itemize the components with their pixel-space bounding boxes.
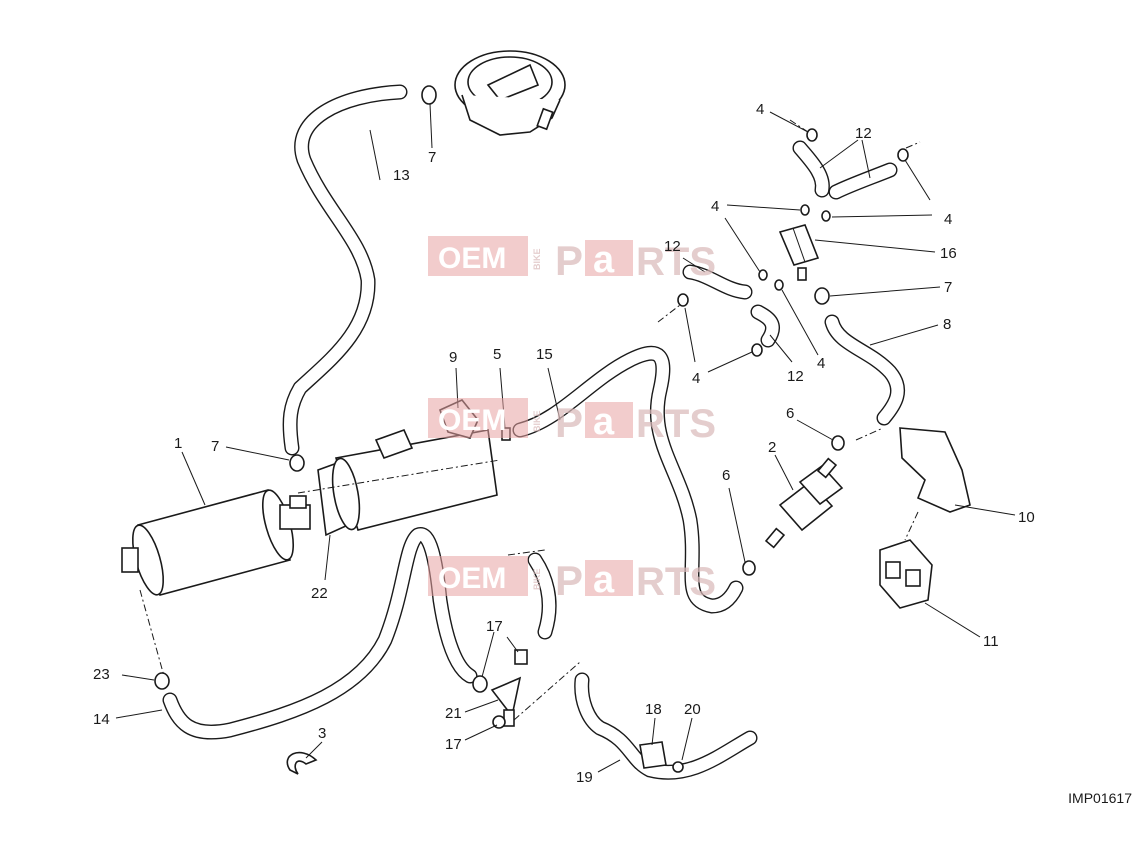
valve-mount-rubber: [879, 427, 971, 609]
callout-22: 22: [311, 585, 328, 602]
callout-8: 8: [943, 316, 951, 333]
svg-text:P: P: [555, 237, 583, 284]
svg-text:OEM: OEM: [438, 562, 506, 595]
svg-text:BIKE: BIKE: [532, 248, 542, 270]
clamps: [154, 85, 909, 775]
callout-17: 17: [486, 618, 503, 635]
callout-7: 7: [944, 279, 952, 296]
callout-13: 13: [393, 167, 410, 184]
svg-text:OEM: OEM: [438, 242, 506, 275]
callout-14: 14: [93, 711, 110, 728]
svg-text:RTS: RTS: [636, 560, 716, 604]
carbon-canister: [121, 489, 311, 596]
hoses: [162, 84, 906, 780]
drawing-code: IMP01617: [1068, 790, 1132, 806]
svg-text:BIKE: BIKE: [532, 410, 542, 432]
callout-4: 4: [817, 355, 825, 372]
svg-text:a: a: [593, 401, 615, 443]
callout-4: 4: [711, 198, 719, 215]
svg-text:BIKE: BIKE: [532, 568, 542, 590]
callout-numbers: 1 7 13 7 23 14 3 22 9 5 15 17 21 17 18 2…: [93, 101, 1035, 786]
callout-9: 9: [449, 349, 457, 366]
callout-4: 4: [692, 370, 700, 387]
svg-text:P: P: [555, 399, 583, 446]
callout-10: 10: [1018, 509, 1035, 526]
callout-12: 12: [855, 125, 872, 142]
callout-7: 7: [211, 438, 219, 455]
watermark-top: OEM BIKE P a RTS: [428, 236, 716, 284]
leader-lines: [115, 103, 1016, 773]
assembly-lines: [139, 119, 921, 721]
callout-3: 3: [318, 725, 326, 742]
callout-21: 21: [445, 705, 462, 722]
callout-16: 16: [940, 245, 957, 262]
t-fitting: [778, 224, 820, 281]
callout-4: 4: [944, 211, 952, 228]
svg-text:a: a: [593, 559, 615, 601]
callout-12: 12: [787, 368, 804, 385]
purge-valve: [764, 457, 844, 549]
callout-1: 1: [174, 435, 182, 452]
callout-5: 5: [493, 346, 501, 363]
fuel-tank-cap: [454, 50, 566, 136]
callout-7: 7: [428, 149, 436, 166]
callout-17: 17: [445, 736, 462, 753]
svg-text:a: a: [593, 239, 615, 281]
callout-6: 6: [722, 467, 730, 484]
watermark-bottom: OEM BIKE P a RTS: [428, 556, 716, 604]
callout-12: 12: [664, 238, 681, 255]
svg-text:P: P: [555, 557, 583, 604]
callout-20: 20: [684, 701, 701, 718]
callout-2: 2: [768, 439, 776, 456]
callout-18: 18: [645, 701, 662, 718]
y-fitting: [490, 649, 528, 727]
svg-text:RTS: RTS: [636, 240, 716, 284]
watermark-middle: OEM BIKE P a RTS: [428, 398, 716, 446]
callout-11: 11: [983, 633, 999, 650]
callout-23: 23: [93, 666, 110, 683]
callout-15: 15: [536, 346, 553, 363]
svg-text:OEM: OEM: [438, 404, 506, 437]
callout-6: 6: [786, 405, 794, 422]
callout-4: 4: [756, 101, 764, 118]
callout-19: 19: [576, 769, 593, 786]
svg-text:RTS: RTS: [636, 402, 716, 446]
